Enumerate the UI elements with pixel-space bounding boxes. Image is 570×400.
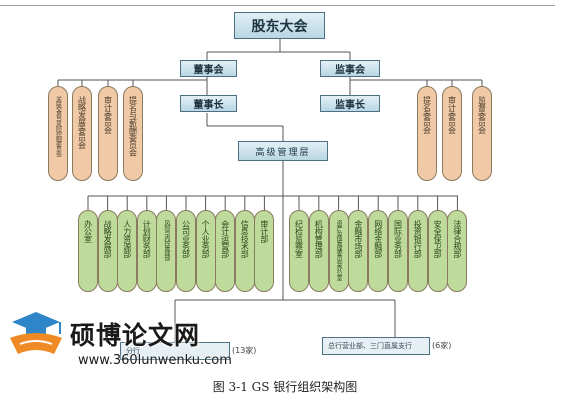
department-right-5: 国际业务部: [388, 210, 408, 292]
department-right-0: 纪检监察室: [289, 210, 309, 292]
department-right-3: 金融市场部: [348, 210, 369, 292]
department-label: 人力资源部: [122, 220, 132, 258]
branch-box-right: 总行营业部、三门直属支行: [322, 337, 430, 355]
senior-management-node: 高级管理层: [238, 141, 328, 161]
committee-supervision: 监督委员会: [472, 86, 492, 181]
watermark-url: www.360lunwenku.com: [78, 353, 232, 368]
figure-caption: 图 3-1 GS 银行组织架构图: [212, 380, 358, 394]
department-label: 法律合规部: [452, 220, 462, 258]
watermark-title: 硕博论文网: [70, 321, 201, 350]
department-label: 计划财务部: [142, 220, 152, 258]
department-label: 办公室: [83, 220, 93, 243]
department-label: 国际业务部: [393, 220, 403, 258]
department-left-7: 会计运营部: [215, 210, 236, 292]
department-label: 资产负债管理委员会办公室: [335, 220, 343, 280]
department-label: 会计运营部: [220, 220, 230, 258]
branch-box-left: 分行: [120, 342, 230, 360]
department-label: 公司业务部: [181, 220, 191, 258]
chief-supervisor-node: 监事长: [320, 95, 380, 112]
top-rule: [0, 5, 555, 6]
department-right-7: 安全保卫部: [427, 210, 448, 292]
department-left-6: 个人业务部: [195, 210, 216, 292]
department-label: 战略发展部: [103, 220, 113, 258]
department-left-4: 风险与内控管理部: [156, 210, 177, 292]
department-right-8: 法律合规部: [447, 210, 468, 292]
department-right-4: 网络金融部: [368, 210, 389, 292]
graduation-cap-icon: [10, 312, 62, 354]
department-left-5: 公司业务部: [176, 210, 196, 292]
department-label: 机构管理部: [314, 220, 324, 258]
department-left-9: 审计部: [254, 210, 275, 292]
committee-audit-board: 审计委员会: [98, 86, 118, 181]
committee-nomination-compensation: 提名与薪酬委员会: [123, 86, 143, 181]
department-label: 风险与内控管理部: [162, 220, 170, 260]
committee-nomination-supervisory: 提名委员会: [417, 86, 437, 181]
branch-count-left: (13家): [232, 346, 257, 355]
department-label: 审计部: [259, 220, 269, 243]
department-right-6: 投资银行部: [407, 210, 428, 292]
department-left-3: 计划财务部: [136, 210, 157, 292]
department-label: 金融市场部: [353, 220, 363, 258]
committee-strategy: 战略发展委员会: [72, 86, 92, 181]
board-of-directors-node: 董事会: [180, 60, 237, 77]
chairman-node: 董事长: [180, 95, 237, 112]
department-left-1: 战略发展部: [97, 210, 118, 292]
department-right-1: 机构管理部: [308, 210, 329, 292]
department-label: 纪检监察室: [294, 220, 304, 258]
department-label: 网络金融部: [373, 220, 383, 258]
department-label: 投资银行部: [413, 220, 423, 258]
department-left-0: 办公室: [78, 210, 98, 292]
branch-label-right: 总行营业部、三门直属支行: [328, 342, 412, 350]
branch-label-left: 分行: [126, 347, 140, 355]
branch-count-right: (6家): [432, 341, 452, 350]
committee-related-risk: 关联交易与风险控制委员会: [48, 86, 68, 181]
department-left-8: 信息技术部: [234, 210, 255, 292]
shareholders-meeting-node: 股东大会: [234, 12, 325, 39]
department-left-2: 人力资源部: [117, 210, 138, 292]
committee-audit-supervisory: 审计委员会: [442, 86, 462, 181]
department-label: 信息技术部: [240, 220, 250, 258]
department-right-2: 资产负债管理委员会办公室: [328, 210, 349, 292]
department-label: 安全保卫部: [433, 220, 443, 258]
supervisory-board-node: 监事会: [320, 60, 380, 77]
department-label: 个人业务部: [201, 220, 211, 258]
